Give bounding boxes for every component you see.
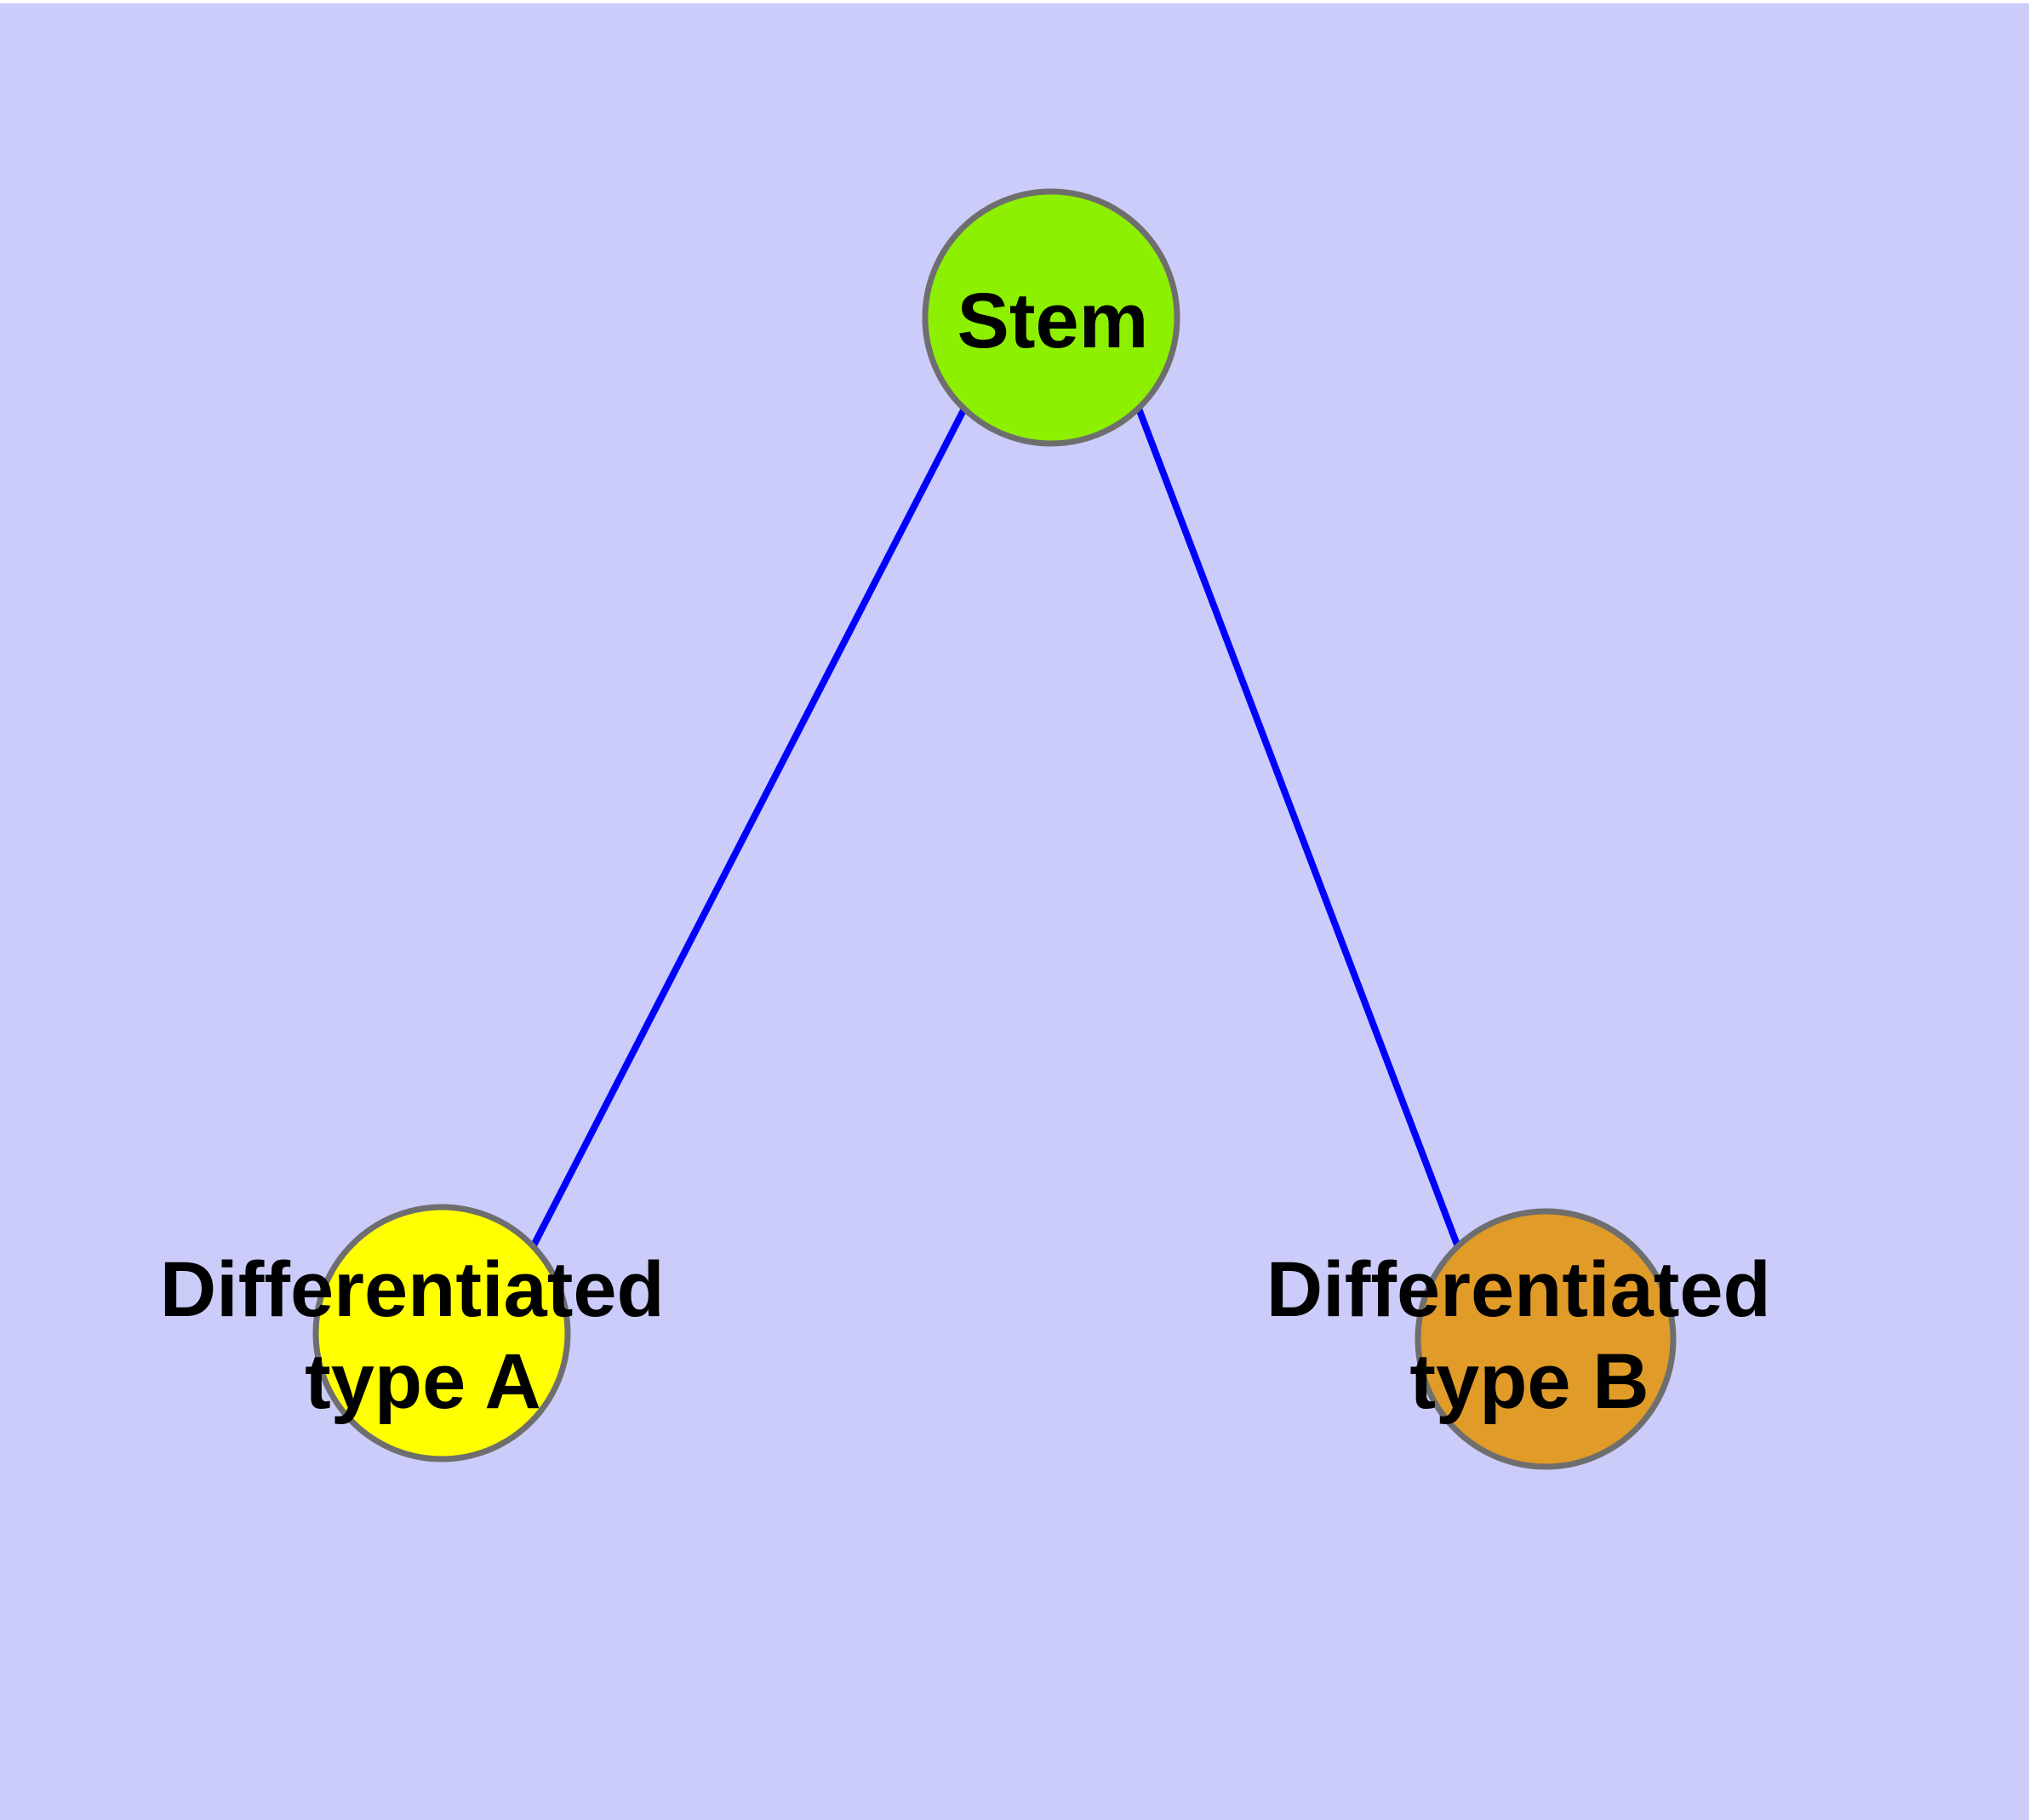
node-layer [312,188,1677,1470]
node-label-stem: Stem [957,278,1149,364]
node-label-differentiated-type-a-line-1: Differentiated [160,1246,665,1333]
node-label-differentiated-type-b-line-1: Differentiated [1266,1246,1771,1333]
edge-layer [529,407,1463,1253]
node-stem[interactable] [922,188,1180,447]
node-label-stem-line-1: Stem [957,278,1149,364]
node-differentiated-type-b[interactable] [1415,1208,1677,1470]
node-differentiated-type-a[interactable] [312,1204,571,1462]
node-label-differentiated-type-b: Differentiated type B [1266,1246,1793,1425]
edge-stem-to-differentiated-type-a[interactable] [529,407,968,1251]
edge-stem-to-differentiated-type-b[interactable] [1135,407,1463,1253]
node-label-differentiated-type-a-line-2: type A [305,1338,541,1425]
node-label-differentiated-type-b-line-2: type B [1409,1338,1649,1425]
label-layer: Stem Differentiated type A Differentiate… [160,278,1793,1425]
node-label-differentiated-type-a: Differentiated type A [160,1246,687,1425]
